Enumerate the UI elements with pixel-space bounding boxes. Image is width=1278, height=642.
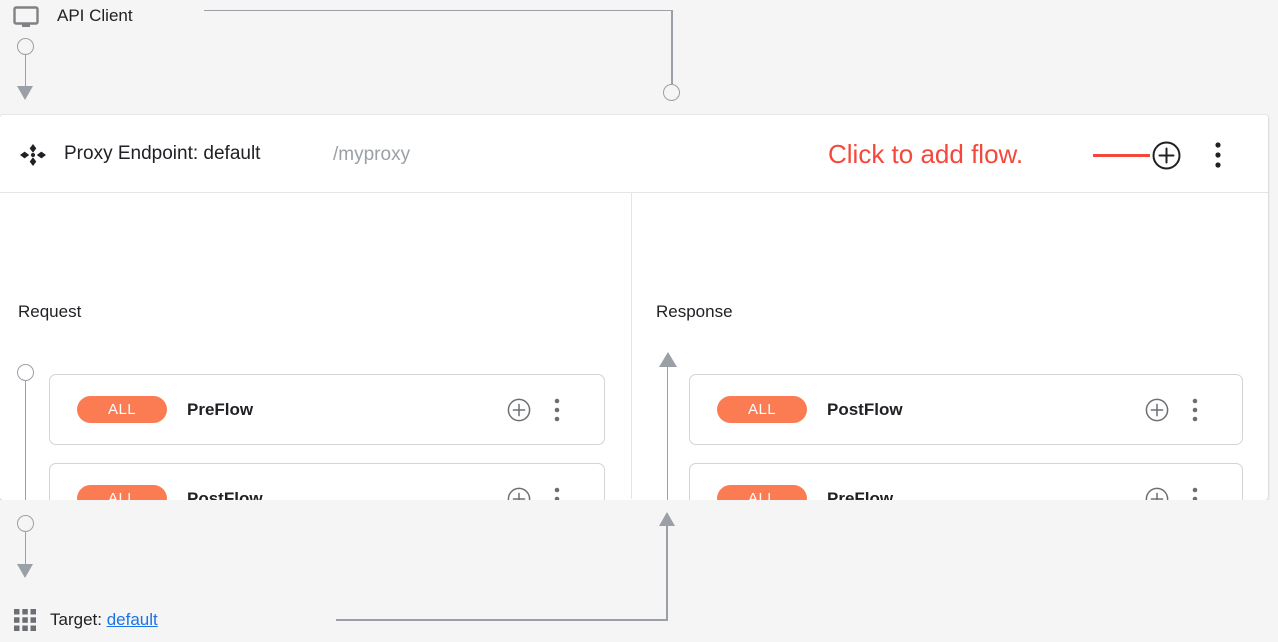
- response-column: Response ALL PostFlow: [632, 193, 1268, 560]
- response-rail-line: [666, 367, 668, 544]
- client-flow-line: [24, 55, 26, 88]
- flow-card-request-preflow[interactable]: ALL PreFlow: [49, 374, 605, 445]
- request-column-title: Request: [18, 302, 82, 321]
- flow-badge: ALL: [717, 396, 807, 423]
- proxy-endpoint-path: /myproxy: [333, 144, 411, 165]
- request-rail-start-circle: [17, 364, 34, 381]
- response-rail-arrow-up: [658, 352, 677, 367]
- connector-client-to-proxy-vertical: [671, 10, 673, 84]
- proxy-endpoint-card: Proxy Endpoint: default /myproxy Click t…: [0, 115, 1268, 642]
- target-label: Target: default: [50, 608, 158, 632]
- connector-target-to-proxy-vertical: [666, 524, 668, 621]
- response-column-title: Response: [656, 302, 733, 321]
- add-step-button[interactable]: [507, 398, 531, 422]
- api-client-label: API Client: [57, 6, 133, 25]
- connector-client-to-proxy-horizontal: [204, 10, 673, 11]
- connector-target-to-proxy-horizontal: [336, 619, 668, 621]
- flow-card-name: PreFlow: [187, 399, 254, 419]
- client-flow-start-circle: [17, 38, 34, 55]
- flow-columns: Request ALL PreFlow: [0, 193, 1268, 642]
- target-flow-arrow-down: [17, 564, 33, 578]
- target-band: Target: default: [0, 500, 1278, 642]
- move-handle-icon[interactable]: [20, 144, 46, 166]
- grid-icon: [13, 608, 37, 632]
- target-label-prefix: Target:: [50, 610, 107, 629]
- flow-card-name: PostFlow: [827, 399, 903, 419]
- add-flow-button[interactable]: [1152, 141, 1181, 170]
- annotation-pointer-line: [1093, 154, 1150, 157]
- target-default-link[interactable]: default: [106, 610, 158, 629]
- proxy-endpoint-title: Proxy Endpoint: default: [64, 143, 261, 164]
- flow-card-response-postflow[interactable]: ALL PostFlow: [689, 374, 1243, 445]
- api-client-band: API Client: [0, 0, 1278, 114]
- target-flow-start-circle: [17, 515, 34, 532]
- target-flow-line: [24, 532, 26, 566]
- flow-card-more-vert-icon[interactable]: [1188, 397, 1202, 423]
- flow-card-more-vert-icon[interactable]: [550, 397, 564, 423]
- flow-badge: ALL: [77, 396, 167, 423]
- connector-target-arrow-up: [659, 512, 675, 526]
- annotation-click-to-add-flow: Click to add flow.: [828, 139, 1024, 169]
- column-divider: [631, 193, 632, 499]
- client-flow-arrow-down: [17, 86, 33, 100]
- add-step-button[interactable]: [1145, 398, 1169, 422]
- connector-endpoint-circle: [663, 84, 680, 101]
- monitor-icon: [12, 5, 40, 29]
- proxy-endpoint-more-vert-icon[interactable]: [1210, 141, 1226, 169]
- proxy-endpoint-header: Proxy Endpoint: default /myproxy Click t…: [0, 115, 1268, 193]
- request-column: Request ALL PreFlow: [0, 193, 631, 642]
